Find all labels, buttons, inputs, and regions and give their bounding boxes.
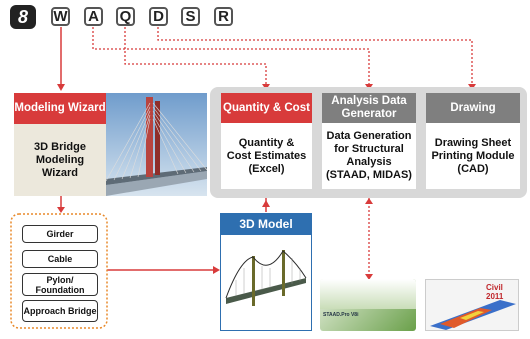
toolbar-letter-q[interactable]: Q	[116, 7, 135, 26]
civil-2011-product-image: Civil 2011	[425, 279, 519, 331]
quantity-cost-header[interactable]: Quantity & Cost	[221, 93, 312, 123]
bridge-logo-icon: 8	[10, 5, 36, 29]
component-cable: Cable	[22, 250, 98, 268]
cable-stayed-bridge-image	[106, 93, 207, 196]
drawing-body: Drawing Sheet Printing Module (CAD)	[426, 123, 520, 189]
toolbar-letter-w[interactable]: W	[51, 7, 70, 26]
toolbar-letter-a[interactable]: A	[84, 7, 103, 26]
connector-a-analysis	[92, 27, 370, 85]
component-approach-bridge: Approach Bridge	[22, 300, 98, 322]
components-group-border	[10, 213, 108, 329]
analysis-data-generator-body: Data Generation for Structural Analysis …	[322, 123, 416, 189]
staad-pro-title: STAAD.Pro V8i	[323, 312, 359, 318]
quantity-cost-body: Quantity & Cost Estimates (Excel)	[221, 123, 312, 189]
modeling-wizard-header: Modeling Wizard	[14, 93, 106, 124]
model-3d-header[interactable]: 3D Model	[220, 213, 312, 235]
arrow-head	[57, 84, 65, 91]
drawing-header[interactable]: Drawing	[426, 93, 520, 123]
connector-q-quantity	[124, 27, 267, 85]
staad-pro-product-image: STAAD.Pro V8i	[320, 279, 416, 331]
component-girder: Girder	[22, 225, 98, 243]
component-pylon-foundation: Pylon/ Foundation	[22, 273, 98, 296]
analysis-data-generator-header[interactable]: Analysis Data Generator	[322, 93, 416, 123]
connector-d-drawing	[157, 27, 473, 85]
toolbar-letter-r[interactable]: R	[214, 7, 233, 26]
modeling-wizard-body: 3D Bridge Modeling Wizard	[14, 124, 106, 196]
toolbar-letter-d[interactable]: D	[149, 7, 168, 26]
civil-2011-title: Civil 2011	[486, 283, 504, 301]
toolbar-letter-s[interactable]: S	[181, 7, 200, 26]
bridge-3d-model-image	[225, 250, 307, 306]
